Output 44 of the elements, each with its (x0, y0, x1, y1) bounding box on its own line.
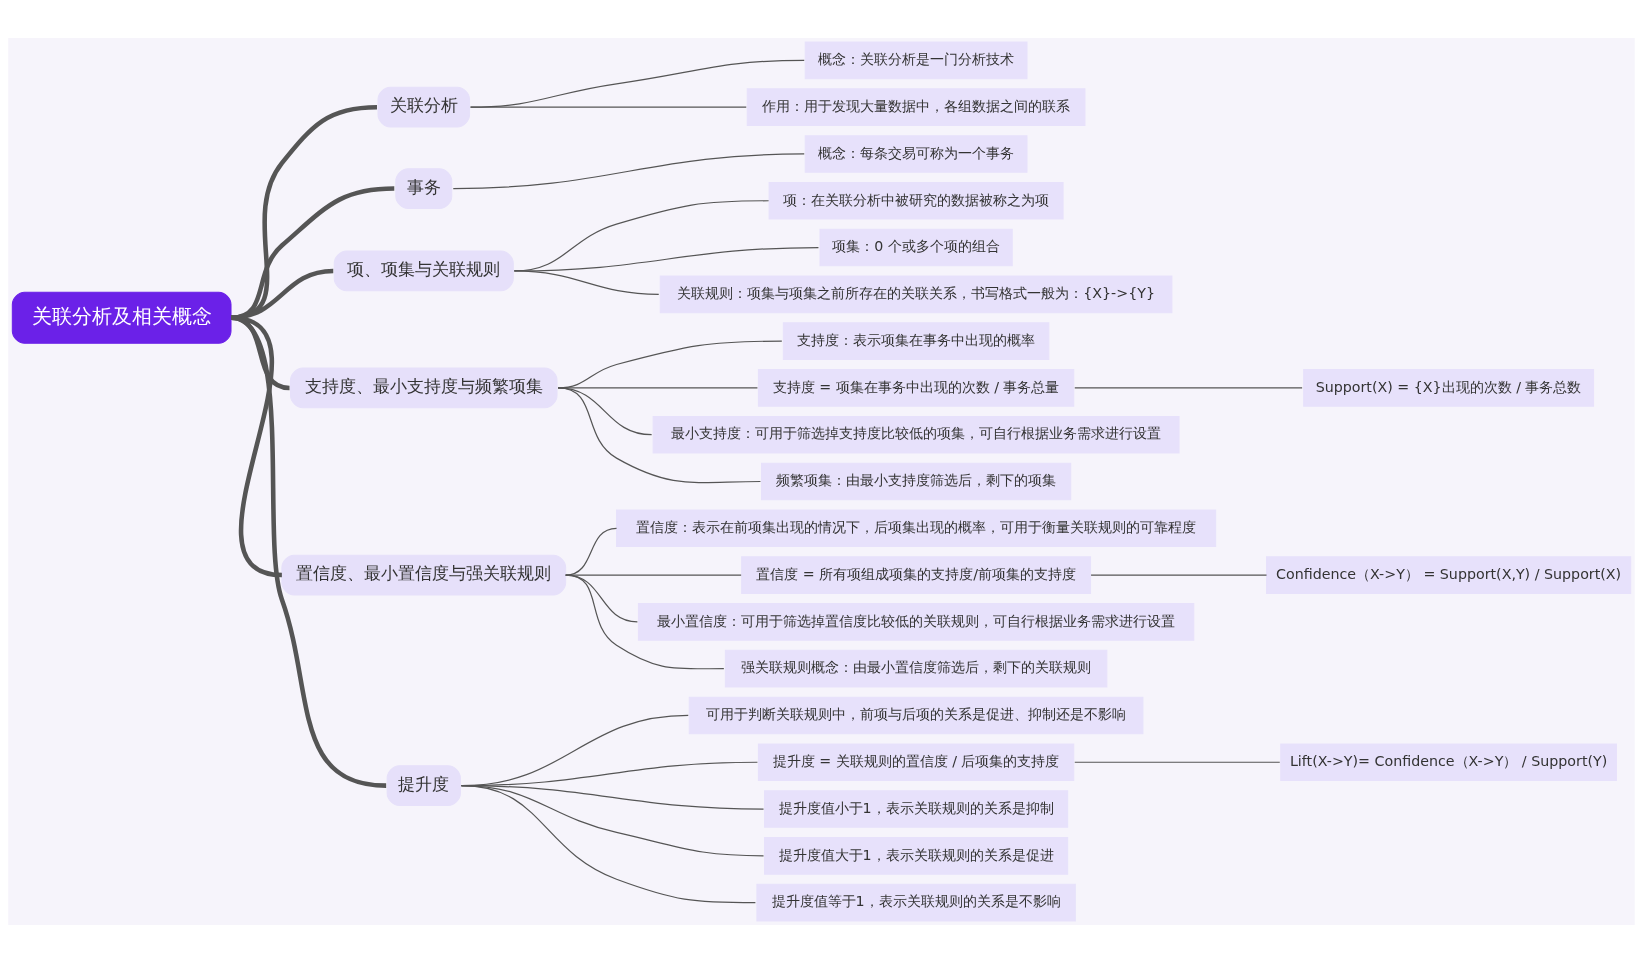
connector (469, 106, 747, 108)
node-box: Support(X) = {X}出现的次数 / 事务总数 (1303, 369, 1595, 407)
connector (469, 59, 805, 108)
node-box: 提升度 = 关联规则的置信度 / 后项集的支持度 (757, 743, 1075, 782)
connector (452, 153, 805, 190)
node-box: 关联规则：项集与项集之前所存在的关联关系，书写格式一般为：{X}->{Y} (659, 275, 1173, 314)
node-box: Confidence（X->Y） = Support(X,Y) / Support(X) (1266, 556, 1632, 594)
connector (557, 387, 762, 484)
node-box: 最小支持度：可用于筛选掉支持度比较低的项集，可自行根据业务需求进行设置 (652, 415, 1180, 454)
node-box: 频繁项集：由最小支持度筛选后，剩下的项集 (761, 462, 1072, 501)
node-box: 概念：关联分析是一门分析技术 (804, 41, 1028, 80)
node-box: 关联分析及相关概念 (11, 291, 232, 344)
connector (565, 574, 742, 576)
node-box: 置信度：表示在前项集出现的情况下，后项集出现的概率，可用于衡量关联规则的可靠程度 (616, 509, 1217, 548)
node-box: 项集：0 个或多个项的组合 (819, 228, 1013, 267)
connector (230, 315, 387, 788)
node-box: 提升度值等于1，表示关联规则的关系是不影响 (756, 883, 1076, 922)
connector (565, 574, 725, 670)
node-box: 提升度 (386, 765, 461, 806)
node-box: 支持度：表示项集在事务中出现的概率 (782, 322, 1050, 360)
node-box: 支持度 = 项集在事务中出现的次数 / 事务总量 (757, 369, 1075, 407)
connector (1074, 387, 1303, 389)
connector (1090, 574, 1268, 576)
node-box: 置信度 = 所有项组成项集的支持度/前项集的支持度 (741, 556, 1092, 594)
node-box: 概念：每条交易可称为一个事务 (804, 135, 1028, 173)
connector (230, 268, 334, 320)
node-box: 作用：用于发现大量数据中，各组数据之间的联系 (746, 88, 1086, 126)
connector (513, 270, 660, 295)
connector (230, 104, 378, 320)
node-box: 项：在关联分析中被研究的数据被称之为项 (768, 181, 1064, 220)
node-box: 关联分析 (377, 86, 471, 128)
node-box: 强关联规则概念：由最小置信度筛选后，剩下的关联规则 (724, 649, 1108, 688)
node-box: 提升度值大于1，表示关联规则的关系是促进 (764, 837, 1069, 875)
node-box: 项、项集与关联规则 (333, 250, 514, 292)
node-box: 最小置信度：可用于筛选掉置信度比较低的关联规则，可自行根据业务需求进行设置 (637, 603, 1195, 641)
node-box: 置信度、最小置信度与强关联规则 (281, 554, 567, 596)
connector (1074, 761, 1281, 763)
node-box: 事务 (395, 168, 453, 209)
node-box: Lift(X->Y)= Confidence（X->Y） / Support(Y) (1280, 743, 1617, 782)
connector (460, 785, 756, 904)
node-box: 提升度值小于1，表示关联规则的关系是抑制 (764, 790, 1069, 828)
node-box: 可用于判断关联规则中，前项与后项的关系是促进、抑制还是不影响 (688, 696, 1144, 735)
connector (230, 186, 395, 320)
node-box: 支持度、最小支持度与频繁项集 (290, 367, 558, 409)
